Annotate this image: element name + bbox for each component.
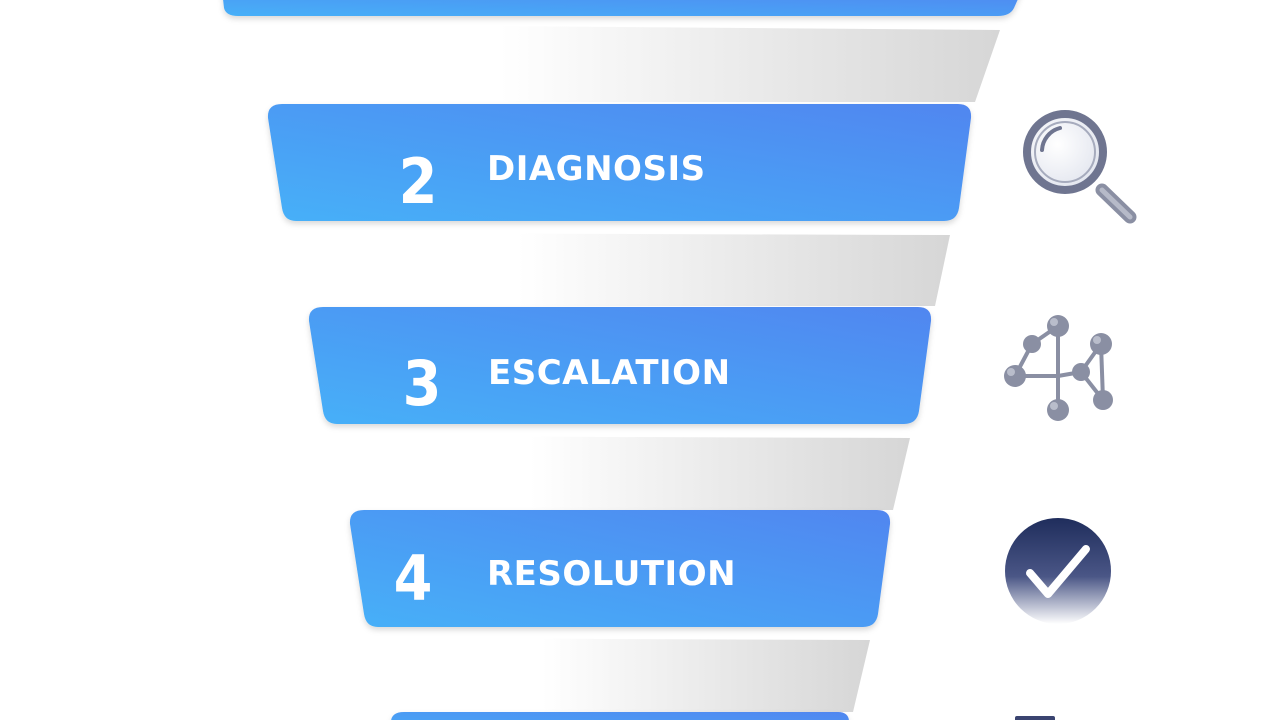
funnel-connector-1 <box>230 24 1000 102</box>
network-nodes-icon <box>1004 315 1113 421</box>
funnel-bar-5 <box>391 712 849 720</box>
funnel-connector-3 <box>325 436 910 510</box>
funnel-connector-2 <box>285 233 950 306</box>
funnel-bar-1 <box>223 0 1018 16</box>
funnel-bar-3 <box>308 307 932 424</box>
step-4-number: 4 <box>394 542 433 615</box>
funnel-bar-4 <box>349 510 891 627</box>
step-4-label: RESOLUTION <box>487 554 736 594</box>
partial-icon-bottom <box>1015 716 1055 720</box>
magnifier-icon <box>1023 110 1137 224</box>
funnel-connector-4 <box>365 638 870 712</box>
checkmark-circle-icon <box>1005 518 1111 624</box>
funnel-connectors <box>230 24 1000 712</box>
step-2-number: 2 <box>399 145 438 218</box>
step-3-label: ESCALATION <box>488 353 731 393</box>
step-2-label: DIAGNOSIS <box>487 149 706 189</box>
step-3-number: 3 <box>403 347 442 420</box>
funnel-bar-2 <box>267 104 972 221</box>
funnel-bars <box>223 0 1018 720</box>
